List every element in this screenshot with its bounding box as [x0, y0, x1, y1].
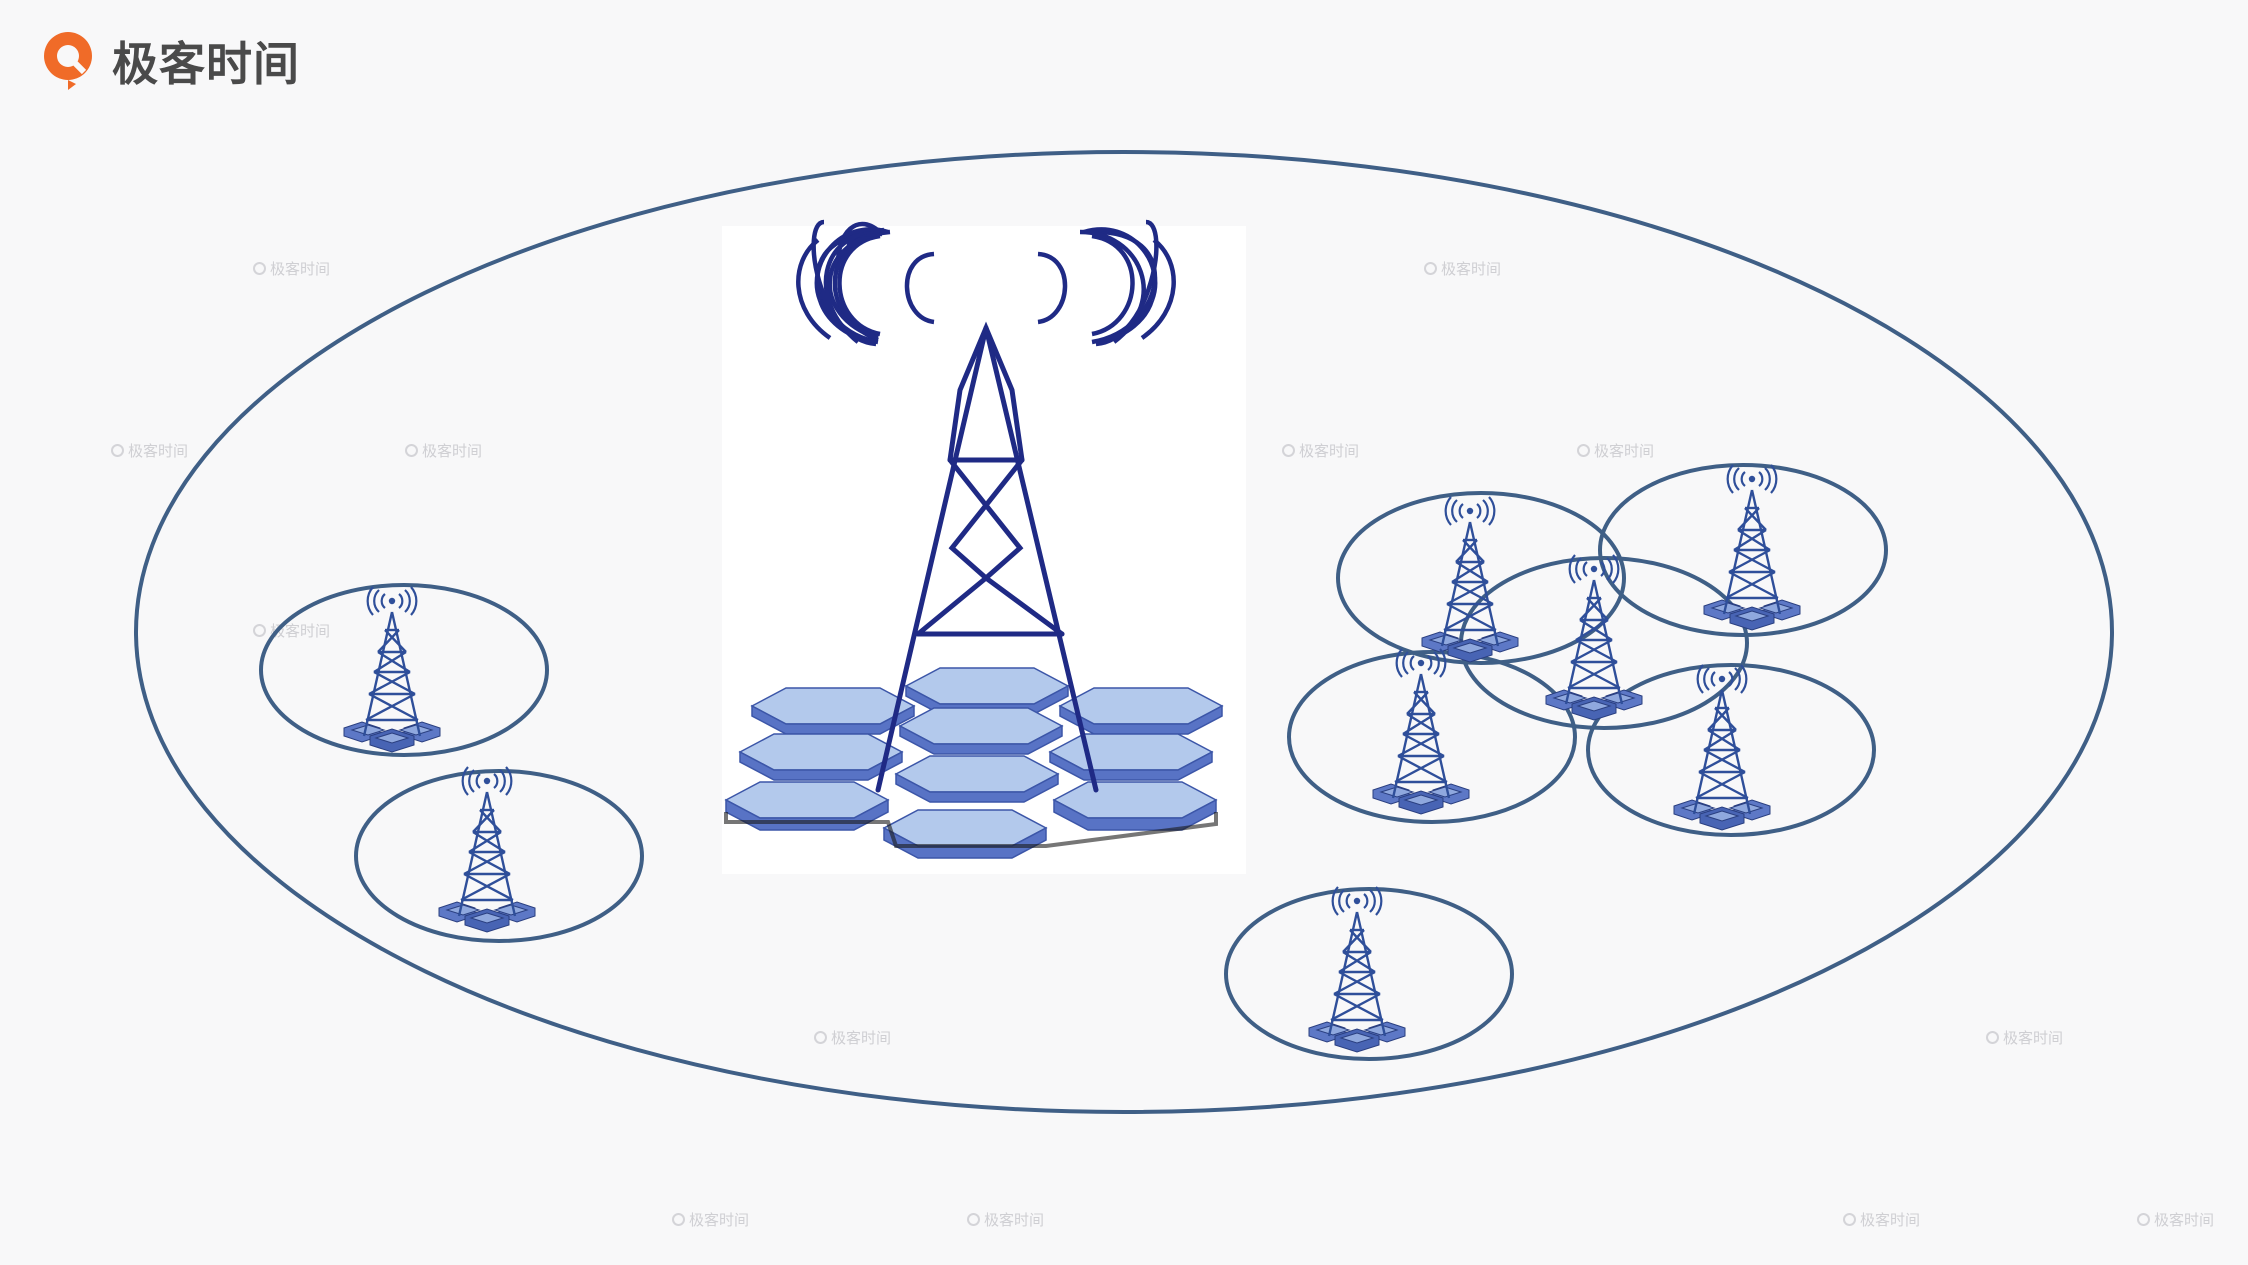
watermark: 极客时间	[1282, 440, 1359, 461]
watermark: 极客时间	[253, 258, 330, 279]
watermark: 极客时间	[1424, 258, 1501, 279]
brand-name: 极客时间	[112, 37, 300, 91]
small-cell-tower	[342, 585, 442, 754]
watermark: 极客时间	[672, 1209, 749, 1230]
macro-radio-waves	[796, 219, 1176, 347]
watermark: 极客时间	[405, 440, 482, 461]
macro-tower	[875, 321, 1099, 793]
small-cell-tower	[1371, 647, 1471, 816]
watermark: 极客时间	[111, 440, 188, 461]
watermark: 极客时间	[1843, 1209, 1920, 1230]
geektime-logo-icon	[44, 32, 92, 90]
brand-logo: 极客时间	[40, 28, 300, 94]
macro-coverage-area	[134, 150, 2114, 1114]
small-cell-tower	[1544, 553, 1644, 722]
watermark: 极客时间	[1986, 1027, 2063, 1048]
watermark: 极客时间	[253, 620, 330, 641]
hexagon-platform	[724, 667, 1224, 859]
small-cell-tower	[437, 765, 537, 934]
watermark: 极客时间	[2137, 1209, 2214, 1230]
watermark: 极客时间	[967, 1209, 1044, 1230]
small-cell-tower	[1420, 495, 1520, 664]
watermark: 极客时间	[1577, 440, 1654, 461]
watermark: 极客时间	[814, 1027, 891, 1048]
small-cell-tower	[1702, 463, 1802, 632]
